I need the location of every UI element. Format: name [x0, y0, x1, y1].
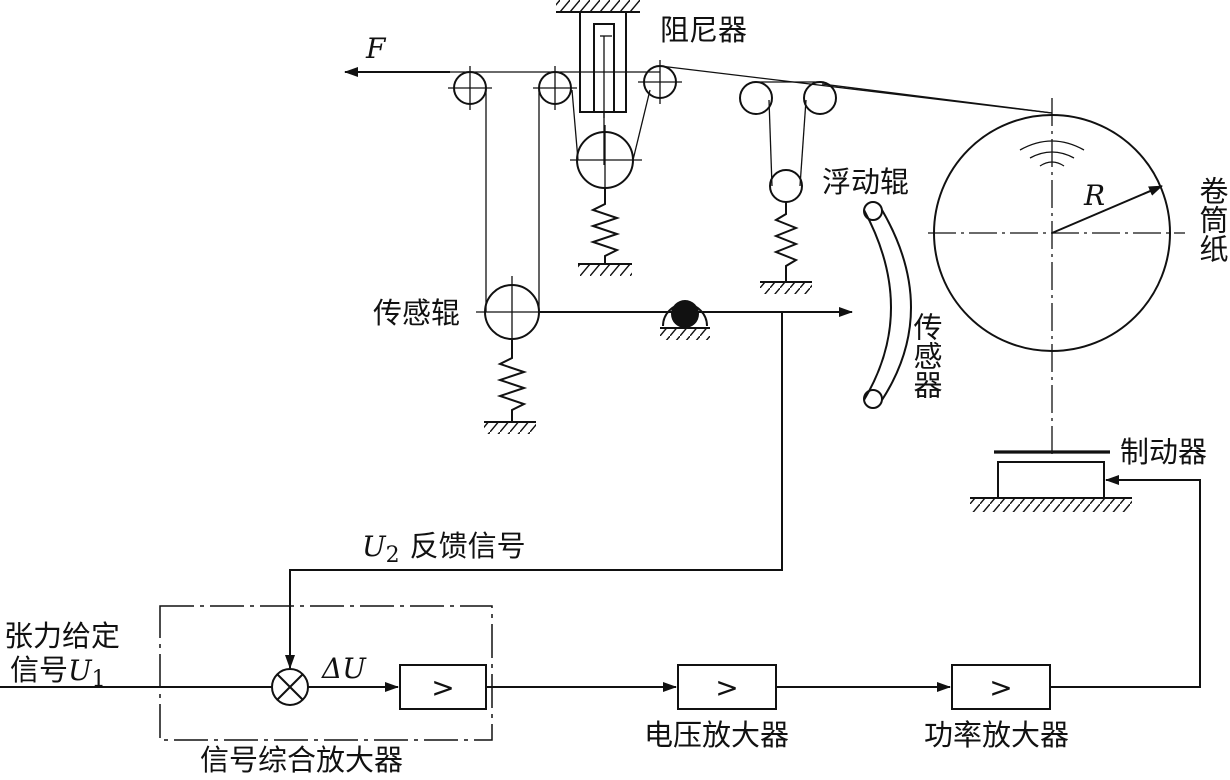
guide-roller-4: [739, 81, 773, 115]
floating-roller-spring: [760, 202, 812, 294]
delta-u-label: ΔU: [321, 652, 367, 685]
radius-label: R: [1083, 179, 1105, 212]
power-amp-label: 功率放大器: [924, 718, 1069, 752]
signal-amp-boundary: [159, 605, 493, 741]
voltage-amp-label: 电压放大器: [644, 718, 789, 752]
setpoint-label-line1: 张力给定: [4, 619, 120, 653]
voltage-amp-block: [677, 664, 777, 710]
sensor-roller-label: 传感辊: [373, 296, 460, 330]
voltage-amp-symbol: >: [715, 671, 738, 704]
brake-label: 制动器: [1120, 435, 1207, 469]
guide-roller-3: [638, 60, 682, 104]
force-label: F: [365, 32, 387, 65]
summing-junction: [271, 668, 309, 706]
power-amp-symbol: >: [989, 671, 1012, 704]
guide-roller-5: [803, 81, 837, 115]
paper-web: [344, 65, 1053, 312]
paper-reel: [928, 98, 1185, 455]
floating-roller-label: 浮动辊: [822, 165, 909, 199]
brake: [970, 450, 1132, 512]
amp-block-1: [399, 664, 487, 710]
sensor-lever: [539, 300, 853, 340]
amp-1-symbol: >: [431, 671, 454, 704]
sensor-roller: [476, 276, 548, 348]
sensor-label: 传感器: [909, 312, 943, 399]
feedback-line: [285, 312, 783, 669]
damper: [556, 0, 640, 165]
damper-spring: [578, 188, 632, 276]
floating-roller: [769, 169, 803, 203]
damper-roller: [570, 125, 642, 195]
power-amp-block: [951, 664, 1051, 710]
signal-path: [0, 475, 1201, 692]
arc-sensor: [863, 201, 912, 409]
signal-amp-label: 信号综合放大器: [200, 743, 403, 777]
guide-roller-1: [448, 66, 492, 110]
setpoint-label-line2: 信号U1: [10, 653, 106, 692]
sensor-roller-spring: [484, 339, 536, 434]
reel-paper-label: 卷筒纸: [1195, 176, 1229, 263]
guide-roller-2: [533, 66, 577, 110]
damper-label: 阻尼器: [660, 13, 747, 47]
